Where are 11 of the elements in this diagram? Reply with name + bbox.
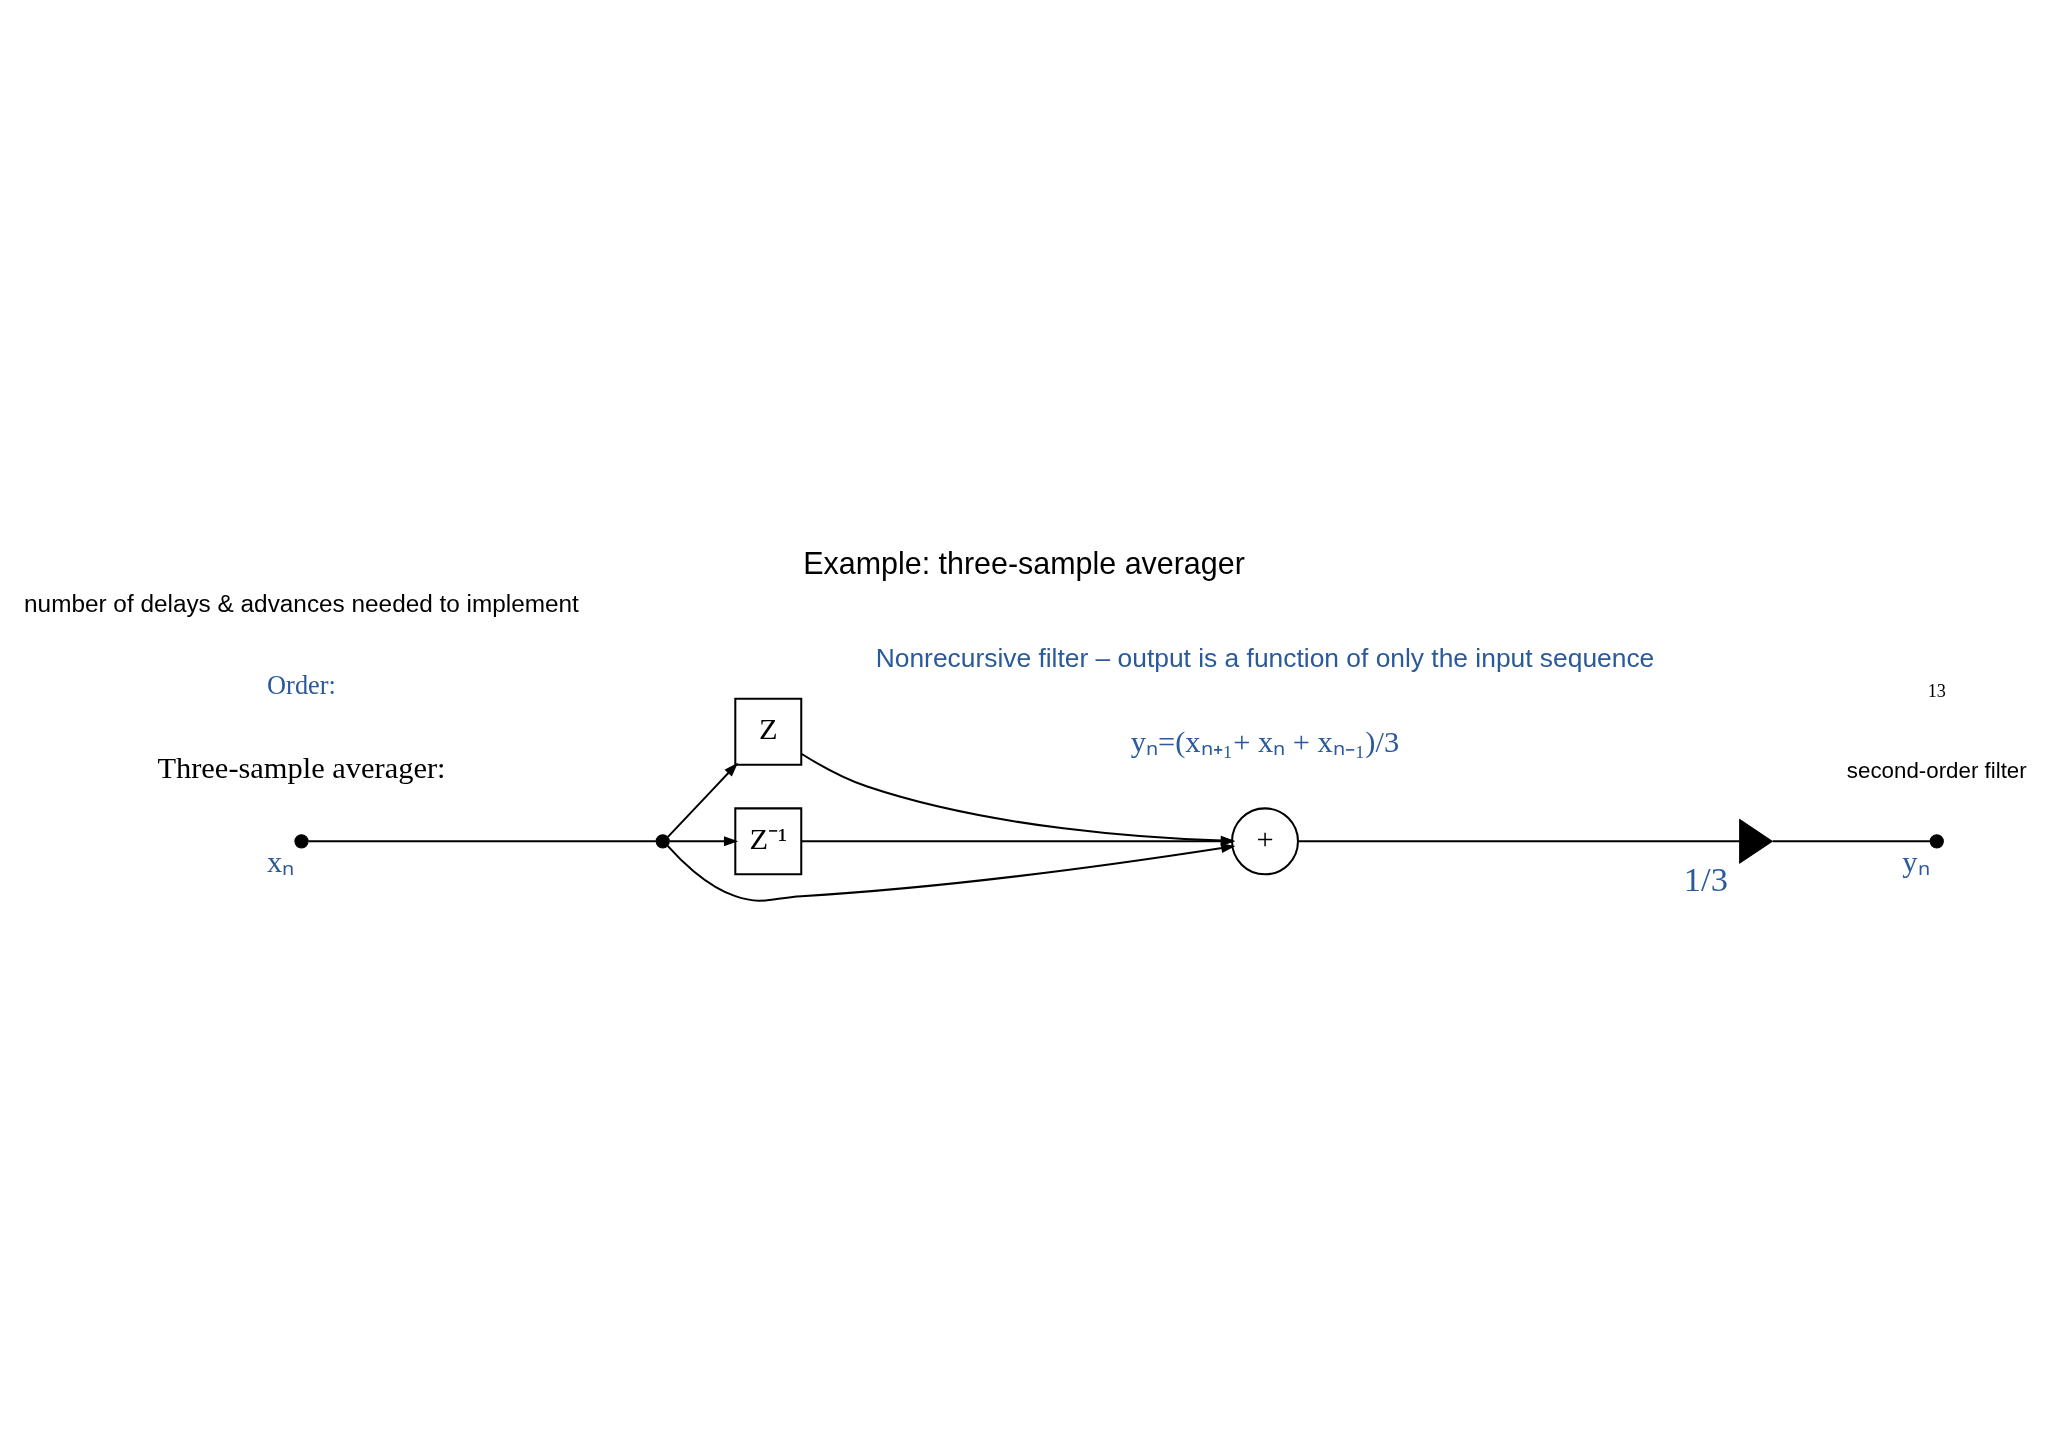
node-label: yₙ [1902,845,1930,880]
diagram-title: Example: three-sample averager [803,546,1245,581]
label: yₙ=(xₙ₊₁+ xₙ + xₙ₋₁)/3 [1130,724,1400,759]
label: Order: [267,669,336,700]
node-label: xₙ [267,845,295,880]
label: second-order filter [1846,758,2027,784]
label: number of delays & advances needed to implement [24,590,579,618]
label: Three-sample averager: [157,750,446,785]
node-label: 1/3 [1683,859,1728,898]
label: 13 [1927,680,1946,701]
label: Nonrecursive filter – output is a function of only the input sequence [875,643,1655,674]
